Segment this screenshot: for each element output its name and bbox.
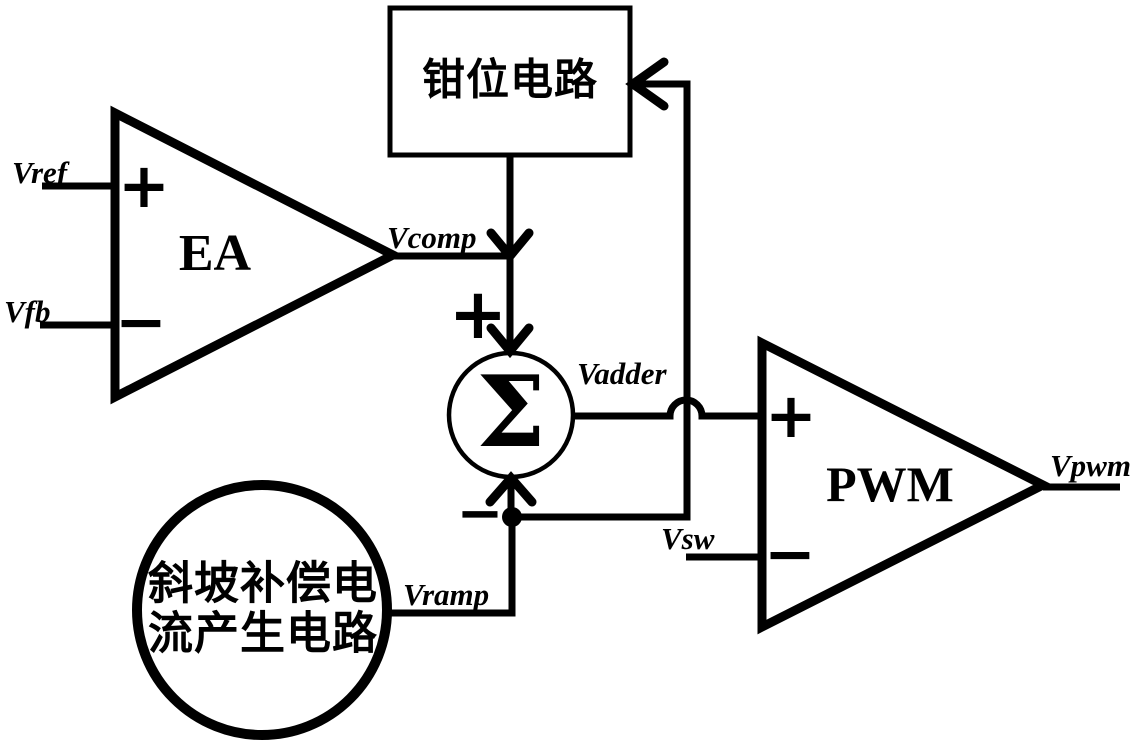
ea-minus-sign: −	[115, 285, 167, 358]
ramp-circle-label-line2: 流产生电路	[147, 607, 379, 659]
vfb-label: Vfb	[4, 294, 51, 329]
vpwm-label: Vpwm	[1050, 448, 1131, 483]
vcomp-node-arrowhead	[486, 228, 534, 264]
clamp-input-arrowhead	[625, 57, 669, 111]
vadder-label: Vadder	[577, 356, 667, 391]
vref-label: Vref	[12, 155, 68, 190]
ea-plus-sign: +	[118, 149, 170, 222]
junction-dot	[502, 507, 522, 527]
pwm-triangle	[757, 335, 1053, 635]
vcomp-label: Vcomp	[387, 220, 477, 255]
summer-plus-sign: +	[448, 273, 508, 355]
clamp-box-label: 钳位电路	[422, 56, 598, 105]
clamp-box	[387, 5, 633, 158]
summer-bottom-arrowhead	[485, 471, 537, 507]
ea-triangle	[110, 105, 403, 405]
summer-minus-sign: −	[456, 481, 504, 546]
feedback-wire	[512, 80, 691, 521]
pwm-plus-sign: +	[765, 379, 817, 452]
summer-sigma: Σ	[476, 355, 546, 470]
pwm-minus-sign: −	[764, 517, 816, 590]
vramp-label: Vramp	[403, 577, 490, 612]
pwm-label: PWM	[826, 456, 954, 512]
summer-top-arrowhead	[486, 323, 534, 359]
vramp-wire	[386, 517, 516, 617]
ramp-circle	[132, 480, 392, 740]
vadder-wire	[568, 396, 764, 420]
ramp-circle-label-line1: 斜坡补偿电	[147, 557, 379, 609]
ea-label: EA	[178, 225, 252, 282]
vsw-label: Vsw	[661, 521, 715, 556]
